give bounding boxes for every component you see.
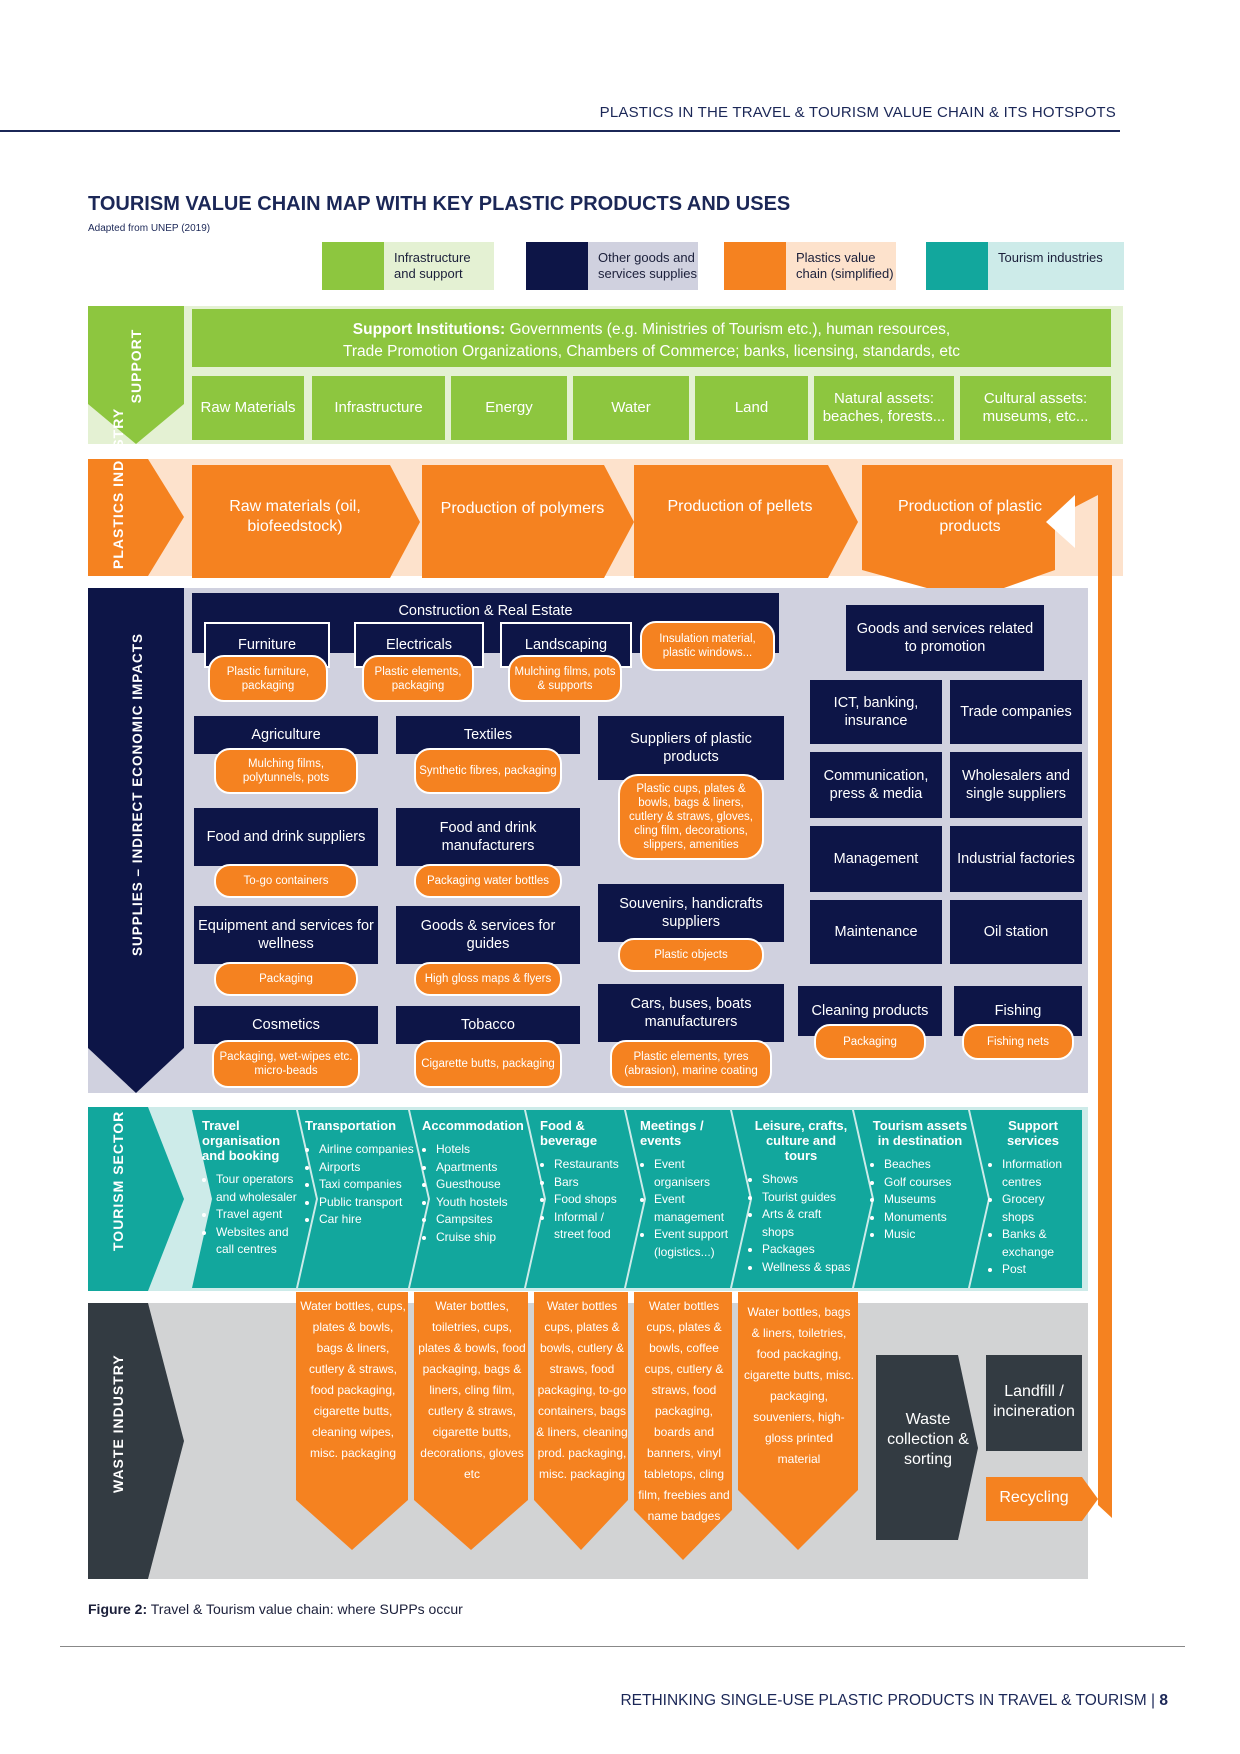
plastics-side-arrow: PLASTICS INDUSTRY [88, 408, 184, 576]
legend-other-goods: Other goods and services supplies [526, 242, 698, 290]
legend-tourism: Tourism industries [926, 242, 1124, 290]
insulation-plastic: Insulation material, plastic windows... [640, 621, 775, 671]
trade-companies: Trade companies [950, 680, 1082, 744]
waste-collection-sorting: Waste collection & sorting [887, 1411, 969, 1468]
wellness-equipment: Equipment and services for wellness [194, 906, 378, 964]
oil-station: Oil station [950, 900, 1082, 964]
souvenirs-suppliers: Souvenirs, handicrafts suppliers [598, 884, 784, 942]
souvenirs-plastic: Plastic objects [618, 938, 764, 972]
tourism-support-services: Support services Information centresGroc… [988, 1118, 1078, 1279]
waste-side-arrow: WASTE INDUSTRY [88, 1303, 184, 1579]
tourism-food-beverage: Food & beverage RestaurantsBarsFood shop… [540, 1118, 630, 1244]
tourism-transportation: Transportation Airline companiesAirports… [305, 1118, 415, 1229]
guides-goods: Goods & services for guides [396, 906, 580, 964]
tourism-assets: Tourism assets in destination BeachesGol… [870, 1118, 970, 1244]
supplies-side-arrow: SUPPLIES – INDIRECT ECONOMIC IMPACTS [88, 588, 184, 1093]
cleaning-plastic: Packaging [814, 1024, 926, 1060]
electricals-plastic: Plastic elements, packaging [362, 655, 474, 702]
tourism-meetings-events: Meetings / events Event organisersEvent … [640, 1118, 736, 1261]
recycling-arrow [986, 1477, 1098, 1521]
furniture-plastic: Plastic furniture, packaging [208, 655, 328, 702]
fishing-plastic: Fishing nets [962, 1024, 1074, 1060]
wholesalers: Wholesalers and single suppliers [950, 752, 1082, 818]
tourism-side-arrow: TOURISM SECTOR [88, 1107, 184, 1291]
figure-title: TOURISM VALUE CHAIN MAP WITH KEY PLASTIC… [88, 193, 791, 215]
cars-plastic: Plastic elements, tyres (abrasion), mari… [610, 1040, 772, 1088]
support-side-arrow: SUPPORT [88, 306, 184, 444]
ict-banking: ICT, banking, insurance [810, 680, 942, 744]
asset-infrastructure: Infrastructure [312, 376, 445, 440]
cosmetics: Cosmetics [194, 1006, 378, 1044]
asset-cultural: Cultural assets: museums, etc... [960, 376, 1111, 440]
running-header: PLASTICS IN THE TRAVEL & TOURISM VALUE C… [599, 104, 1116, 121]
waste-items-meetings: Water bottles cups, plates & bowls, coff… [638, 1299, 730, 1523]
wellness-plastic: Packaging [214, 962, 358, 996]
tourism-leisure: Leisure, crafts, culture and tours Shows… [748, 1118, 854, 1276]
management: Management [810, 826, 942, 892]
chain-arrow-raw-materials [192, 465, 420, 578]
chain-pellets: Production of pellets [667, 498, 813, 515]
chain-polymers: Production of polymers [440, 500, 605, 517]
chain-arrow-polymers [422, 465, 634, 578]
cosmetics-plastic: Packaging, wet-wipes etc. micro-beads [212, 1040, 360, 1088]
tobacco: Tobacco [396, 1006, 580, 1044]
landfill-incineration: Landfill / incineration [993, 1383, 1075, 1420]
support-institutions: Support Institutions: Governments (e.g. … [192, 309, 1111, 367]
tourism-travel-organisation: Travel organisation and booking Tour ope… [202, 1118, 302, 1259]
communication-media: Communication, press & media [810, 752, 942, 818]
cars-buses-boats: Cars, buses, boats manufacturers [598, 984, 784, 1042]
chain-plastic-products: Production of plastic products [897, 498, 1043, 535]
asset-land: Land [695, 376, 808, 440]
food-manufacturers-plastic: Packaging water bottles [414, 864, 562, 898]
chain-arrow-pellets [634, 465, 858, 578]
food-drink-suppliers: Food and drink suppliers [194, 808, 378, 866]
tourism-accommodation: Accommodation HotelsApartmentsGuesthouse… [422, 1118, 528, 1246]
waste-items-accommodation: Water bottles, toiletries, cups, plates … [418, 1299, 526, 1481]
landfill-box [986, 1355, 1082, 1451]
textiles-plastic: Synthetic fibres, packaging [414, 748, 562, 794]
maintenance: Maintenance [810, 900, 942, 964]
plastics-return-arrow [1046, 465, 1112, 1518]
tobacco-plastic: Cigarette butts, packaging [414, 1040, 562, 1088]
food-suppliers-plastic: To-go containers [214, 864, 358, 898]
waste-items-transportation: Water bottles, cups, plates & bowls, bag… [300, 1299, 406, 1460]
figure-caption: Figure 2: Travel & Tourism value chain: … [88, 1601, 463, 1617]
footer: RETHINKING SINGLE-USE PLASTIC PRODUCTS I… [620, 1692, 1168, 1709]
asset-raw-materials: Raw Materials [192, 376, 304, 440]
chain-arrow-products [862, 465, 1055, 600]
food-drink-manufacturers: Food and drink manufacturers [396, 808, 580, 866]
asset-energy: Energy [451, 376, 567, 440]
suppliers-plastic-items: Plastic cups, plates & bowls, bags & lin… [618, 774, 764, 860]
agriculture-plastic: Mulching films, polytunnels, pots [214, 748, 358, 794]
promotion-goods: Goods and services related to promotion [846, 605, 1044, 671]
footer-rule [60, 1646, 1185, 1647]
textiles: Textiles [396, 716, 580, 754]
figure-source: Adapted from UNEP (2019) [88, 223, 211, 234]
recycling: Recycling [999, 1489, 1069, 1506]
waste-collection-arrow [876, 1355, 978, 1540]
industrial-factories: Industrial factories [950, 826, 1082, 892]
header-rule [0, 130, 1120, 132]
legend-infrastructure: Infrastructure and support [322, 242, 494, 290]
waste-items-food-beverage: Water bottles cups, plates & bowls, cutl… [536, 1299, 628, 1481]
agriculture: Agriculture [194, 716, 378, 754]
legend-plastics: Plastics value chain (simplified) [724, 242, 896, 290]
asset-natural: Natural assets: beaches, forests... [814, 376, 954, 440]
guides-plastic: High gloss maps & flyers [414, 962, 562, 996]
page-number: 8 [1159, 1692, 1168, 1709]
waste-items-leisure: Water bottles, bags & liners, toiletries… [743, 1305, 855, 1466]
chain-raw-materials: Raw materials (oil, biofeedstock) [229, 498, 361, 535]
suppliers-plastic-products: Suppliers of plastic products [598, 716, 784, 780]
asset-water: Water [573, 376, 689, 440]
landscaping-plastic: Mulching films, pots & supports [508, 655, 622, 702]
